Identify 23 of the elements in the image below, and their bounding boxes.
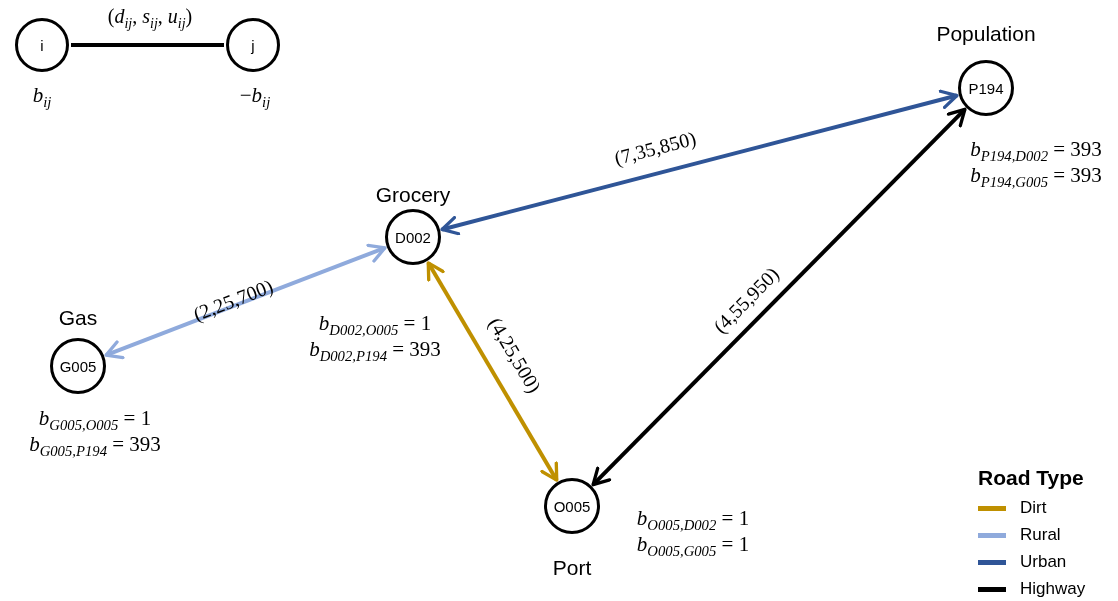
node-circle: j xyxy=(226,18,280,72)
node-circle: O005 xyxy=(544,478,600,534)
double-arrow xyxy=(440,89,959,236)
node-heading: Population xyxy=(936,21,1036,47)
double-arrow xyxy=(591,107,967,487)
double-arrow xyxy=(426,261,559,482)
legend-label: Urban xyxy=(1020,551,1067,573)
legend-label: Highway xyxy=(1020,578,1086,600)
node-circle: D002 xyxy=(385,209,441,265)
supply-formula: b$_{ij}$ xyxy=(32,82,52,113)
edge-label: (d$_{ij}$, s$_{ij}$, u$_{ij}$) xyxy=(107,5,193,33)
double-arrow xyxy=(104,243,387,360)
legend-label: Rural xyxy=(1020,524,1061,546)
node-heading: Gas xyxy=(58,305,98,331)
node-heading: Port xyxy=(552,555,592,581)
node-circle: i xyxy=(15,18,69,72)
supply-formula: −b$_{ij}$ xyxy=(239,82,271,113)
connector-line xyxy=(71,43,224,47)
node-circle: G005 xyxy=(50,338,106,394)
legend-label: Dirt xyxy=(1020,497,1047,519)
node-circle: P194 xyxy=(958,60,1014,116)
node-heading: Grocery xyxy=(375,182,451,208)
legend-title: Road Type xyxy=(978,465,1084,491)
